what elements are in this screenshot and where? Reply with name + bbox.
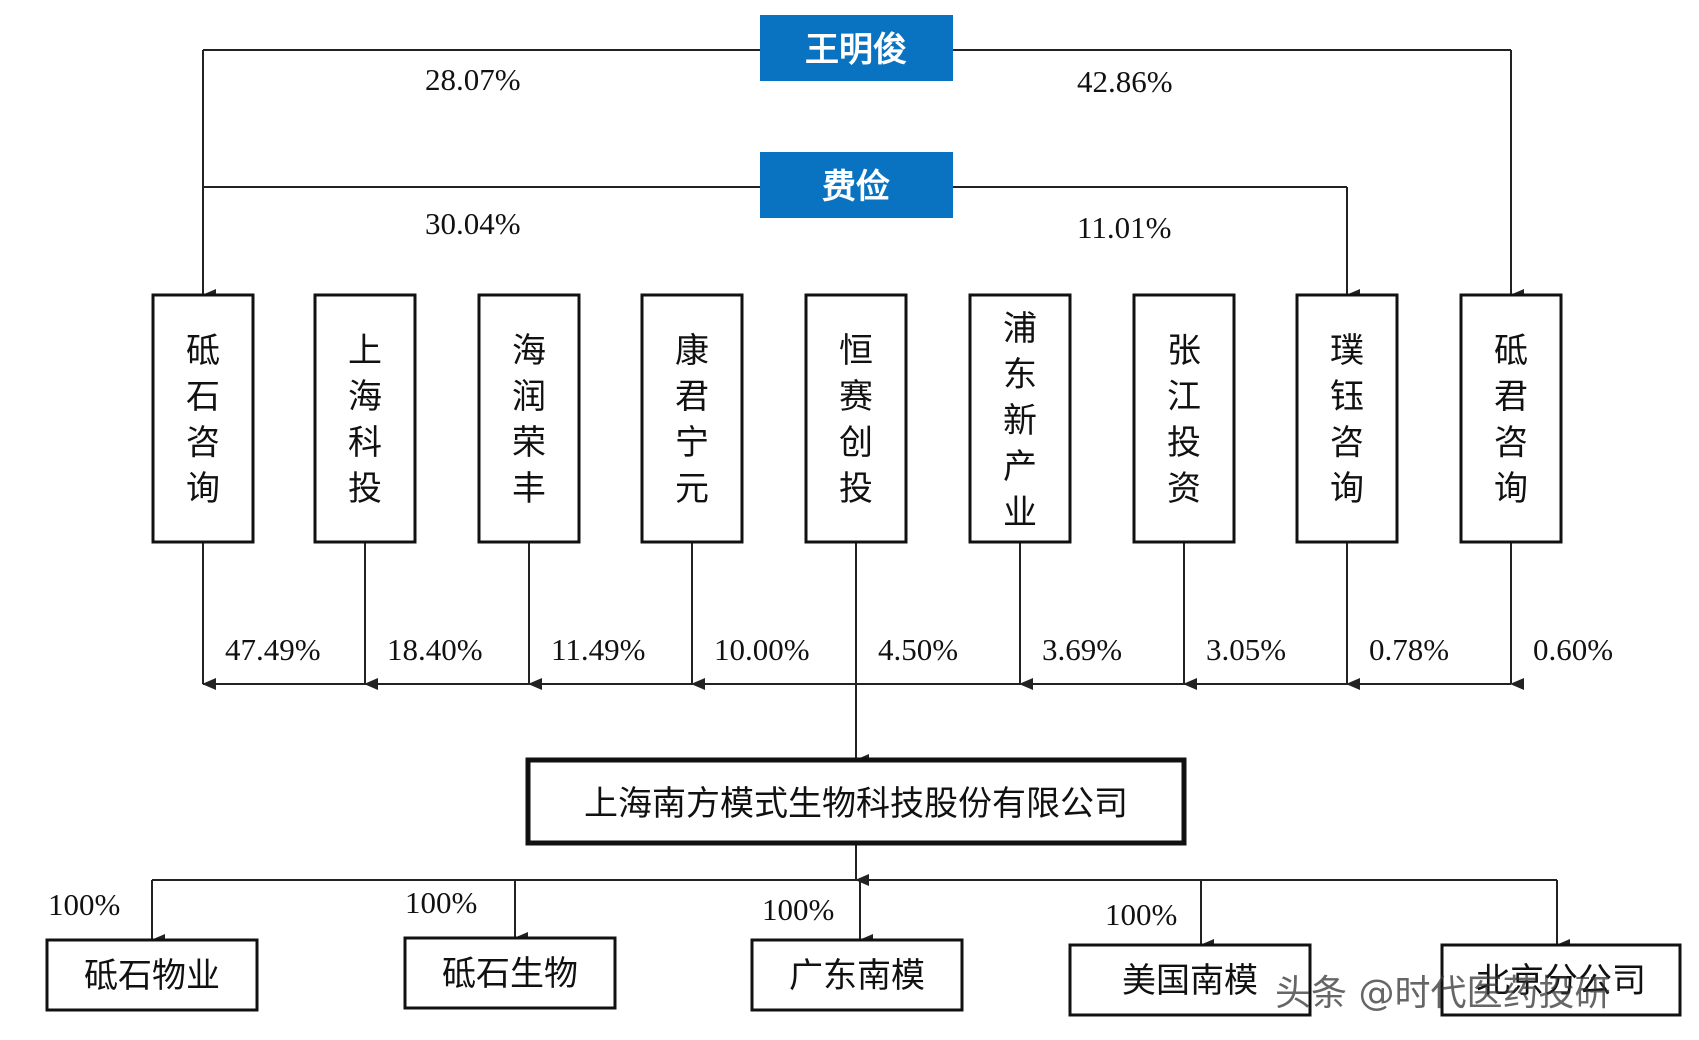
shareholder-pct: 0.78% [1369,632,1449,667]
shareholder-pct: 18.40% [387,632,483,667]
subsidiary-box [403,936,617,1010]
subsidiary-pct: 100% [405,885,477,920]
shareholder-name: 浦东新产业 [1003,309,1037,533]
owner-pct-wang-right: 42.86% [1077,64,1173,99]
shareholder-pct: 10.00% [714,632,810,667]
owner-name-wangmingjun: 王明俊 [805,30,907,70]
subsidiary-name: 美国南模 [1122,961,1258,1001]
shareholder-name: 张江投资 [1167,331,1201,509]
shareholder-pct: 47.49% [225,632,321,667]
shareholder-box [968,293,1072,544]
subsidiary-box [1068,943,1312,1017]
shareholder-box [313,293,417,544]
watermark: 头条 @时代医药投研 [1275,973,1610,1014]
subsidiary-name: 北京分公司 [1476,961,1646,1001]
owner-pct-wang-left: 28.07% [425,62,521,97]
shareholder-box [151,293,255,544]
shareholder-box [1295,293,1399,544]
owner-box-feijian [760,152,953,218]
company-box [525,757,1187,846]
subsidiary-name: 砥石生物 [442,954,578,994]
owner-pct-fei-left: 30.04% [425,206,521,241]
shareholder-pct: 0.60% [1533,632,1613,667]
subsidiary-box [1440,943,1682,1017]
subsidiary-name: 砥石物业 [84,956,220,996]
shareholder-pct: 11.49% [551,632,645,667]
subsidiary-pct: 100% [1105,897,1177,932]
subsidiary-name: 广东南模 [789,956,925,996]
shareholder-name: 上海科投 [348,331,382,509]
shareholder-box [1459,293,1563,544]
subsidiary-pct: 100% [762,892,834,927]
subsidiary-box [45,938,259,1012]
shareholder-name: 康君宁元 [675,331,709,509]
shareholder-name: 海润荣丰 [512,331,546,509]
subsidiary-box [750,938,964,1012]
owner-name-feijian: 费俭 [822,167,890,207]
shareholder-box [640,293,744,544]
shareholder-box [1132,293,1236,544]
shareholder-box [477,293,581,544]
shareholder-name: 恒赛创投 [839,331,873,509]
shareholder-name: 砥石咨询 [186,331,220,509]
shareholder-box [804,293,908,544]
shareholder-pct: 3.69% [1042,632,1122,667]
owner-box-wangmingjun [760,15,953,81]
subsidiary-pct: 100% [48,887,120,922]
shareholder-name: 璞钰咨询 [1330,331,1364,509]
owner-pct-fei-right: 11.01% [1077,210,1171,245]
company-name: 上海南方模式生物科技股份有限公司 [584,784,1128,824]
shareholder-pct: 3.05% [1206,632,1286,667]
shareholder-pct: 4.50% [878,632,958,667]
shareholder-name: 砥君咨询 [1494,331,1528,509]
